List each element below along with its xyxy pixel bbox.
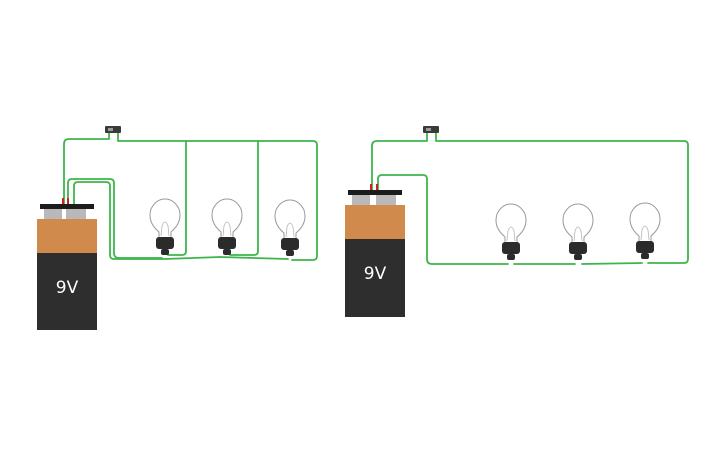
bulb[interactable] [562, 203, 594, 260]
battery-9v[interactable]: 9V [345, 184, 405, 317]
series-wires [371, 132, 689, 265]
battery-cap [40, 204, 94, 209]
battery-lead [67, 198, 69, 204]
wire[interactable] [219, 256, 289, 260]
battery-9v[interactable]: 9V [37, 198, 97, 330]
wire[interactable] [63, 131, 110, 205]
battery-body [345, 239, 405, 317]
wire[interactable] [229, 140, 259, 256]
battery-terminal-positive [376, 195, 396, 205]
bulb[interactable] [495, 203, 527, 260]
battery-top-band [345, 205, 405, 239]
slide-switch[interactable] [423, 126, 439, 133]
wire[interactable] [581, 262, 643, 265]
battery-terminal-negative [352, 195, 370, 205]
battery-body [37, 253, 97, 330]
wire[interactable] [435, 132, 689, 264]
wire[interactable] [73, 181, 221, 260]
parallel-wires [63, 131, 318, 261]
bulb[interactable] [629, 202, 661, 259]
wire[interactable] [167, 140, 187, 256]
battery-lead [62, 198, 64, 204]
bulb[interactable] [274, 199, 306, 256]
wire[interactable] [371, 132, 428, 191]
wire[interactable] [117, 131, 318, 261]
battery-label: 9V [364, 264, 387, 284]
series-circuit: 9V [345, 126, 689, 317]
parallel-circuit: 9V [37, 126, 318, 330]
battery-terminal-negative [44, 209, 62, 219]
battery-terminal-positive [66, 209, 86, 219]
slide-switch[interactable] [105, 126, 121, 133]
bulb[interactable] [211, 198, 243, 255]
battery-top-band [37, 219, 97, 253]
wire[interactable] [67, 178, 163, 259]
wire[interactable] [377, 174, 509, 265]
battery-cap [348, 190, 402, 195]
battery-label: 9V [56, 278, 79, 298]
battery-lead [370, 184, 372, 190]
bulb[interactable] [149, 198, 181, 255]
battery-lead [376, 184, 378, 190]
